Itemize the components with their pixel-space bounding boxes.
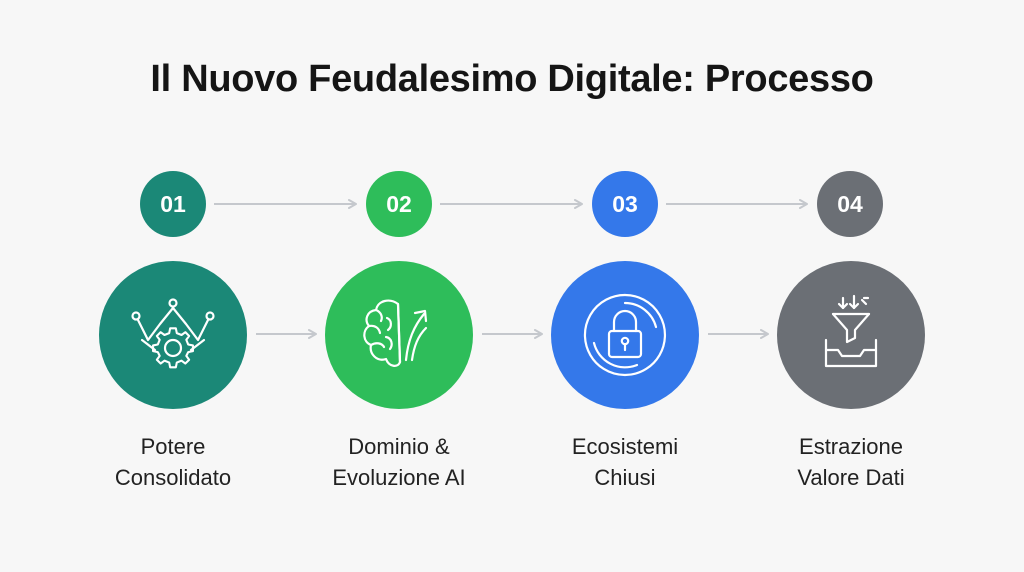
step-number-1: 01 xyxy=(140,171,206,237)
step-label-4: Estrazione Valore Dati xyxy=(751,431,951,493)
step-label-1: Potere Consolidato xyxy=(73,431,273,493)
step-label-2-line1: Dominio & xyxy=(348,434,450,459)
step-label-1-line1: Potere xyxy=(140,434,206,459)
step-label-3: Ecosistemi Chiusi xyxy=(525,431,725,493)
padlock-icon xyxy=(583,293,667,377)
step-circle-2 xyxy=(325,261,473,409)
step-number-4: 04 xyxy=(817,171,883,237)
step-circle-4 xyxy=(777,261,925,409)
step-circle-1 xyxy=(99,261,247,409)
step-label-1-line2: Consolidato xyxy=(114,465,232,490)
brain-growth-icon xyxy=(363,299,428,367)
step-label-3-line1: Ecosistemi xyxy=(571,434,679,459)
step-label-3-line2: Chiusi xyxy=(594,465,656,490)
step-number-2: 02 xyxy=(366,171,432,237)
page-title: Il Nuovo Feudalesimo Digitale: Processo xyxy=(150,58,874,100)
step-label-2: Dominio & Evoluzione AI xyxy=(299,431,499,493)
step-label-4-line1: Estrazione xyxy=(799,434,903,459)
step-label-2-line2: Evoluzione AI xyxy=(332,465,466,490)
step-label-4-line2: Valore Dati xyxy=(797,465,905,490)
funnel-tray-icon xyxy=(824,294,878,368)
crown-gear-icon xyxy=(131,298,215,369)
step-number-3: 03 xyxy=(592,171,658,237)
step-circle-3 xyxy=(551,261,699,409)
